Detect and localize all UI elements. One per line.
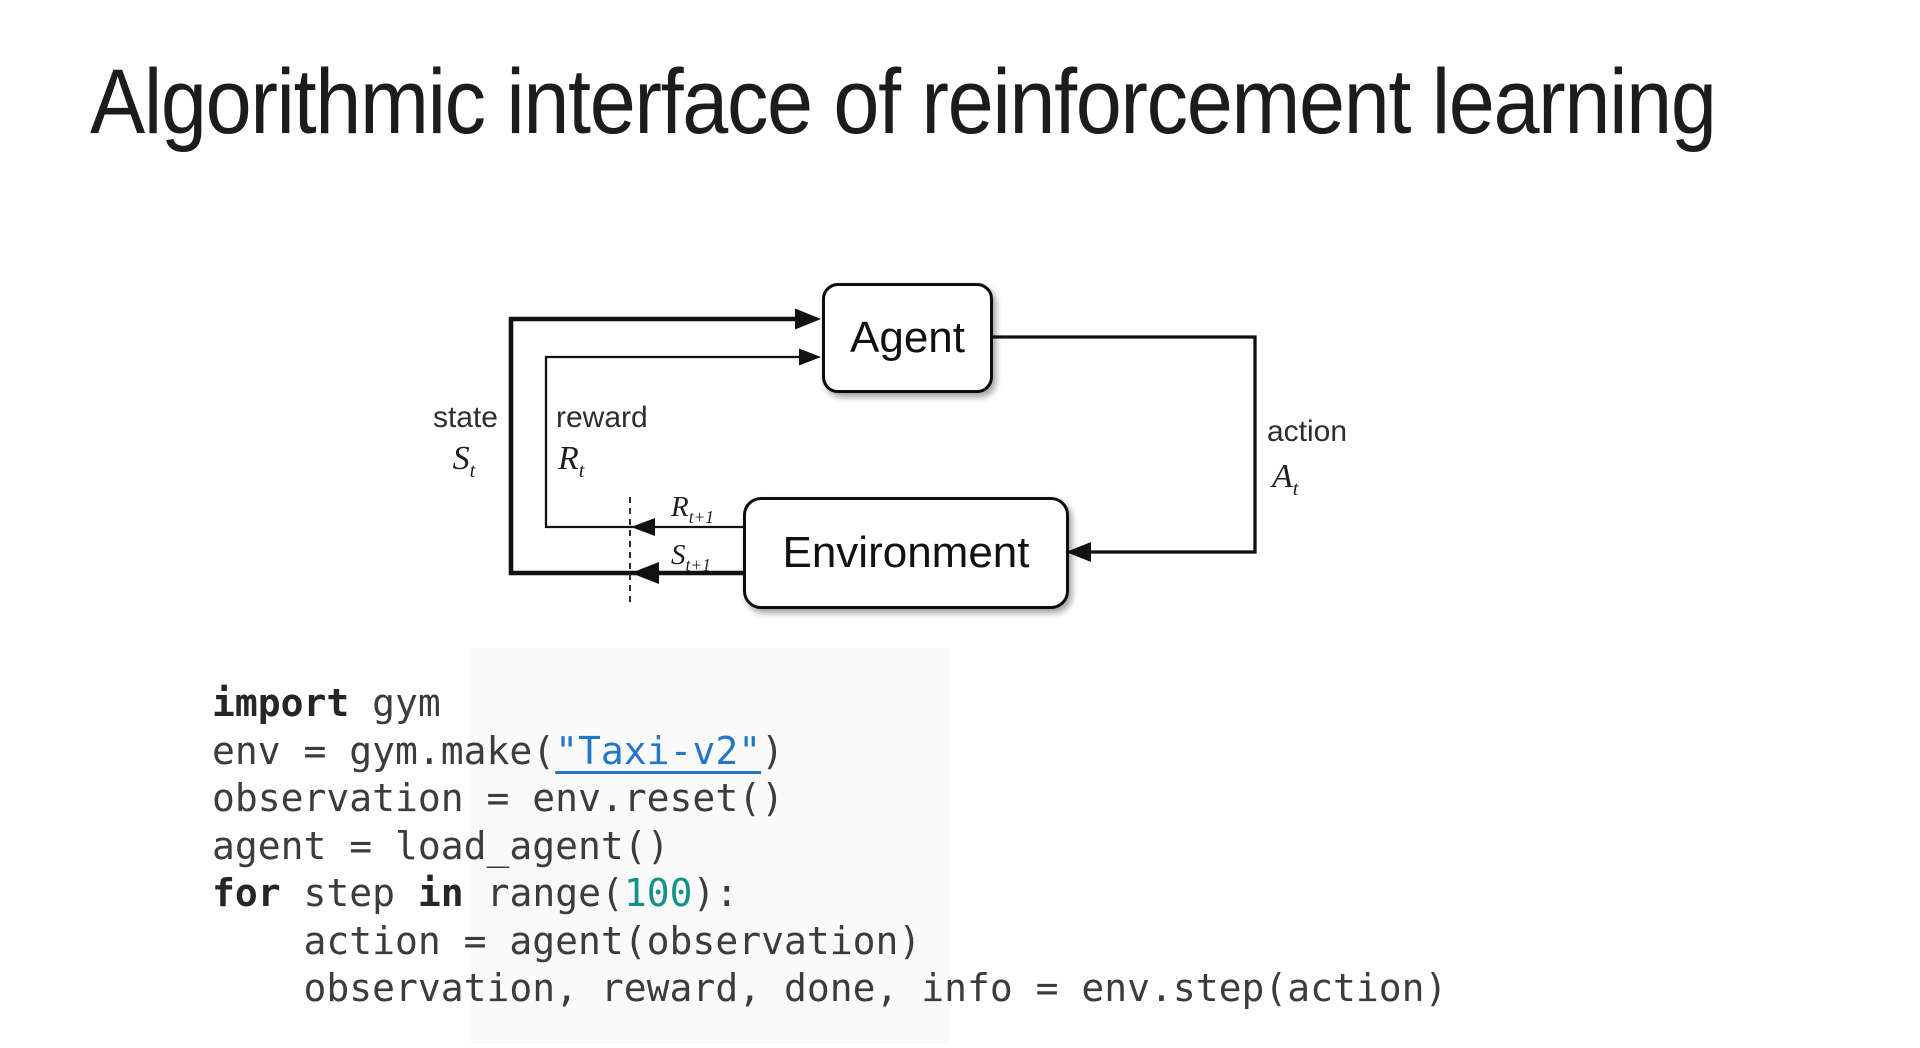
next-reward-symbol: Rt+1 — [671, 491, 714, 527]
page-title: Algorithmic interface of reinforcement l… — [90, 51, 1717, 153]
code-line: env = gym.make("Taxi-v2") — [212, 728, 1447, 776]
code-line: action = agent(observation) — [212, 918, 1447, 966]
action-into-environment-arrowhead — [1066, 542, 1091, 562]
environment-box: Environment — [743, 497, 1069, 609]
taxi-v2-link[interactable]: "Taxi-v2" — [555, 728, 762, 773]
code-token-number: 100 — [623, 871, 693, 915]
state-symbol: St — [452, 440, 476, 482]
state-edge-label: state — [432, 401, 498, 434]
code-token-keyword: in — [417, 871, 464, 915]
state-into-agent-arrowhead — [795, 308, 821, 330]
next-state-symbol: St+1 — [671, 539, 711, 575]
agent-box: Agent — [822, 283, 993, 393]
code-token-plain: action = agent(observation) — [212, 918, 922, 963]
reward-edge-label: reward — [556, 401, 648, 434]
next-state-arrowhead — [631, 562, 659, 584]
code-token-plain: step — [280, 871, 418, 915]
code-token-plain: observation = env.reset() — [212, 776, 784, 820]
code-token-keyword: for — [212, 871, 281, 915]
code-line: agent = load_agent() — [212, 823, 1447, 871]
code-token-plain: gym — [349, 681, 441, 725]
code-token-plain: agent = load_agent() — [212, 823, 670, 868]
code-line: import gym — [212, 680, 1447, 728]
code-line: observation, reward, done, info = env.st… — [212, 965, 1448, 1013]
code-token-plain: range( — [463, 871, 624, 915]
action-symbol: At — [1272, 458, 1299, 500]
code-token-plain: ): — [692, 871, 739, 915]
code-token-plain: env = gym.make( — [212, 728, 556, 773]
code-token-plain: observation, reward, done, info = env.st… — [212, 966, 1448, 1010]
environment-box-label: Environment — [782, 528, 1030, 577]
agent-box-label: Agent — [850, 313, 965, 362]
reward-symbol: Rt — [558, 440, 585, 482]
code-token-plain: ) — [761, 728, 784, 773]
code-line: for step in range(100): — [212, 870, 1447, 918]
action-edge-label: action — [1267, 415, 1348, 448]
reward-into-agent-arrowhead — [799, 348, 821, 366]
code-line: observation = env.reset() — [212, 775, 1447, 823]
code-background-artifact — [470, 648, 950, 1044]
next-reward-arrowhead — [631, 518, 655, 536]
code-token-keyword: import — [212, 681, 350, 725]
